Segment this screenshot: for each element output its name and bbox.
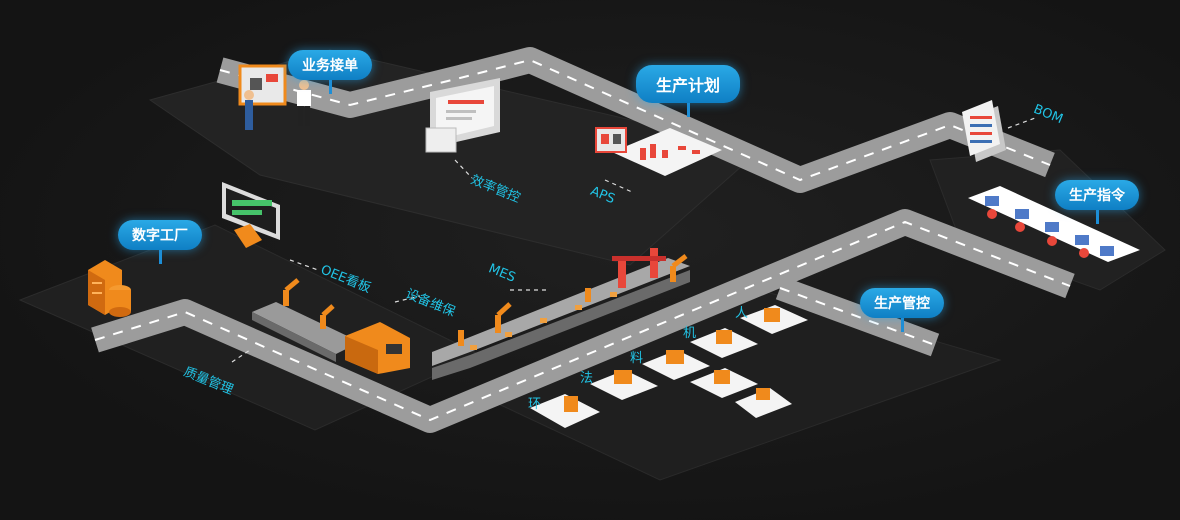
callout-business-order: 业务接单 [288,50,372,94]
callout-production-command-label: 生产指令 [1055,180,1139,210]
monitor-icon [425,78,500,153]
workstation-icon [968,186,1140,262]
callout-production-plan-label: 生产计划 [636,65,741,103]
callout-stem [900,318,904,332]
road-network [91,47,1075,433]
oee-monitor-icon [222,182,280,248]
leader-lines [231,117,1036,363]
callout-business-order-label: 业务接单 [288,50,372,80]
callout-stem [1095,210,1099,224]
callout-stem [158,250,162,264]
document-stack-icon [962,100,1006,162]
callout-production-control: 生产管控 [860,288,944,332]
callout-stem [686,103,690,117]
robot-arm-cluster-icon [458,248,688,346]
callout-digital-factory-label: 数字工厂 [118,220,202,250]
aps-board [595,127,722,176]
callout-stem [328,80,332,94]
factor-tiles [530,305,808,428]
machine-tool-icon [345,322,410,374]
conveyor-icon [252,302,360,362]
callout-production-control-label: 生产管控 [860,288,944,318]
callout-digital-factory: 数字工厂 [118,220,202,264]
database-icon [109,285,131,317]
label-machine: 机 [683,326,697,341]
label-method: 法 [580,371,594,386]
callout-production-command: 生产指令 [1055,180,1139,224]
sales-scene [238,64,311,130]
callout-production-plan: 生产计划 [636,65,741,117]
robot-arm-icon [283,278,335,329]
label-environment: 环 [528,397,542,412]
label-material: 料 [630,351,644,366]
label-man: 人 [735,306,749,321]
